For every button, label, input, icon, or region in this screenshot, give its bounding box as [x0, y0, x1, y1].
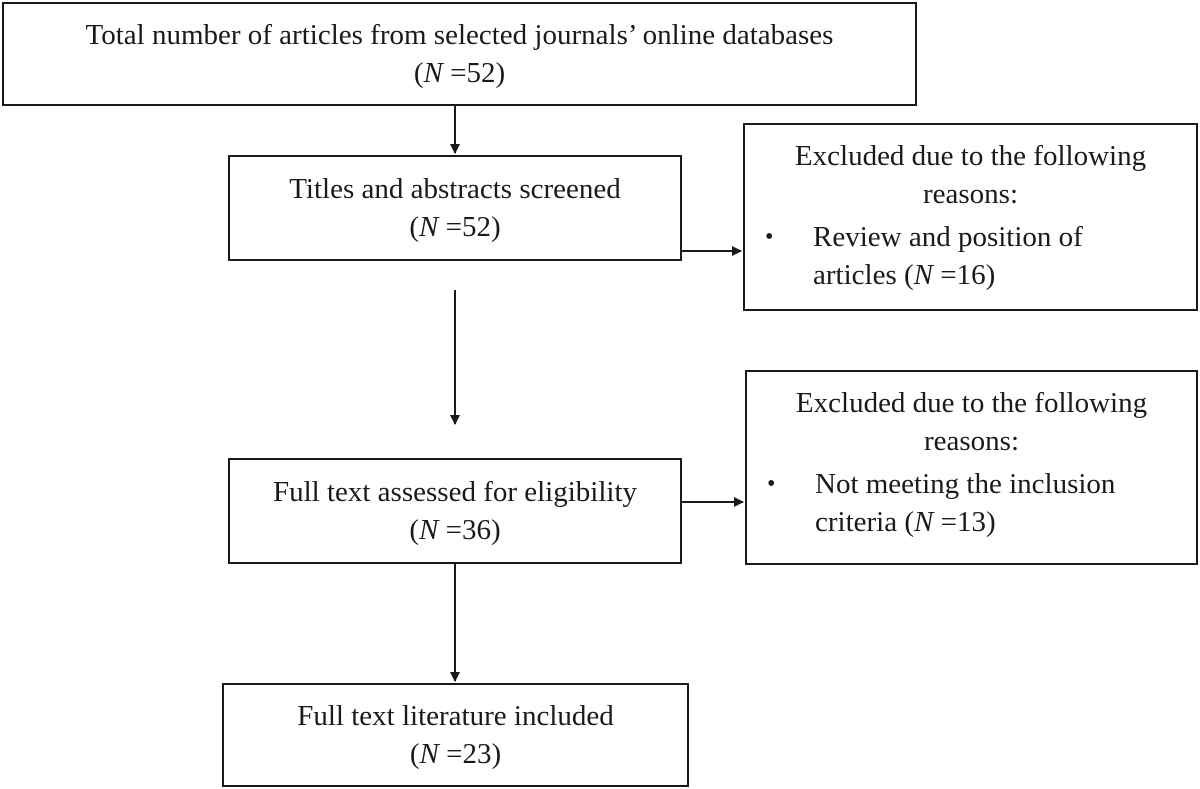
exclusion-box-review-articles: Excluded due to the following reasons: •…	[743, 123, 1198, 311]
total-articles-box: Total number of articles from selected j…	[2, 2, 917, 106]
exclusion-heading: Excluded due to the following reasons:	[795, 387, 1148, 458]
total-articles-label: Total number of articles from selected j…	[85, 18, 834, 51]
bullet-icon: •	[765, 223, 774, 250]
exclusion-reason-item: • Not meeting the inclusion criteria (N …	[747, 465, 1196, 542]
exclusion-reason-item: • Review and position of articles (N =16…	[745, 218, 1196, 295]
eligibility-box: Full text assessed for eligibility (N =3…	[228, 458, 682, 564]
screened-label: Titles and abstracts screened	[289, 172, 621, 205]
eligibility-count: (N =36)	[409, 514, 501, 546]
bullet-icon: •	[767, 470, 776, 497]
included-box: Full text literature included (N =23)	[222, 683, 689, 787]
included-label: Full text literature included	[297, 699, 614, 732]
exclusion-heading: Excluded due to the following reasons:	[794, 140, 1147, 211]
exclusion-reason-text: Not meeting the inclusion criteria (N =1…	[815, 467, 1116, 538]
screened-box: Titles and abstracts screened (N =52)	[228, 155, 682, 261]
exclusion-reason-text: Review and position of articles (N =16)	[813, 220, 1083, 291]
included-count: (N =23)	[409, 738, 502, 770]
exclusion-box-inclusion-criteria: Excluded due to the following reasons: •…	[745, 370, 1198, 565]
total-articles-count: (N =52)	[413, 57, 506, 89]
eligibility-label: Full text assessed for eligibility	[272, 475, 638, 508]
screened-count: (N =52)	[409, 211, 501, 243]
